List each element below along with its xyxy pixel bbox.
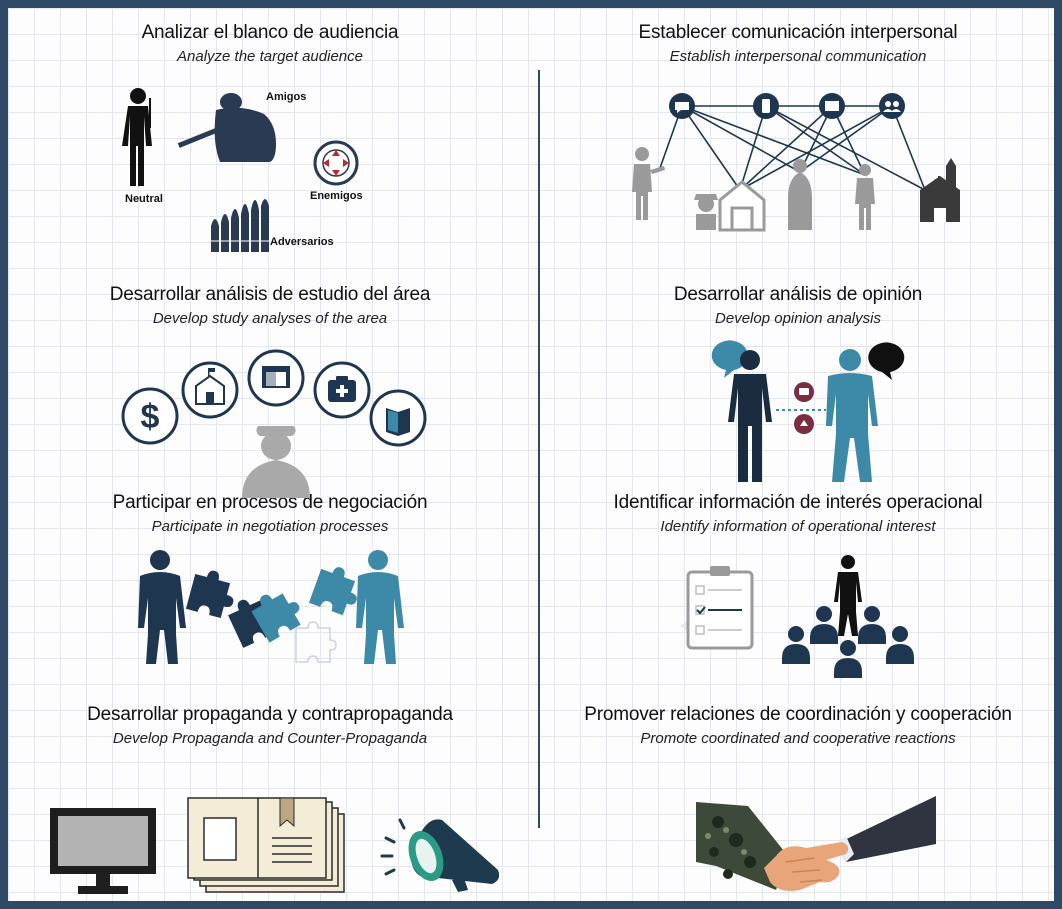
label-neutral: Neutral bbox=[125, 193, 163, 205]
newspaper-stack-icon bbox=[187, 797, 345, 893]
section-title-en: Develop opinion analysis bbox=[715, 310, 881, 327]
section-title-es: Establecer comunicación interpersonal bbox=[638, 22, 958, 43]
section-title-es: Desarrollar propaganda y contrapropagand… bbox=[87, 704, 453, 725]
handshake-icon bbox=[696, 796, 936, 891]
neutral-soldier-icon bbox=[122, 88, 152, 186]
section-title-en: Establish interpersonal communication bbox=[669, 48, 927, 65]
section-title-es: Desarrollar análisis de estudio del área bbox=[109, 284, 431, 305]
negotiation-puzzle-figures bbox=[138, 550, 404, 664]
megaphone-icon bbox=[380, 818, 500, 892]
section-coordination-cooperation: Promover relaciones de coordinación y co… bbox=[548, 704, 1048, 747]
communication-network-diagram bbox=[632, 93, 960, 232]
section-title-en: Analyze the target audience bbox=[177, 48, 363, 65]
section-title-es: Identificar información de interés opera… bbox=[613, 492, 983, 513]
infographic-canvas: Analizar el blanco de audiencia Analyze … bbox=[8, 8, 1054, 901]
label-amigos: Amigos bbox=[266, 91, 307, 103]
section-title-en: Participate in negotiation processes bbox=[151, 518, 389, 535]
section-title-en: Identify information of operational inte… bbox=[660, 518, 936, 535]
section-propaganda: Desarrollar propaganda y contrapropagand… bbox=[20, 704, 520, 747]
section-analyze-audience: Analizar el blanco de audiencia Analyze … bbox=[20, 22, 520, 65]
opinion-analysis-figures bbox=[711, 340, 905, 482]
section-interpersonal-communication: Establecer comunicación interpersonal Es… bbox=[548, 22, 1048, 65]
operational-info-illustration bbox=[680, 555, 914, 678]
label-adversarios: Adversarios bbox=[270, 236, 334, 248]
label-enemigos: Enemigos bbox=[310, 190, 363, 202]
monitor-icon bbox=[50, 808, 156, 894]
column-divider bbox=[538, 70, 540, 828]
section-title-es: Desarrollar análisis de opinión bbox=[673, 284, 923, 305]
section-operational-information: Identificar información de interés opera… bbox=[548, 492, 1048, 535]
section-title-es: Participar en procesos de negociación bbox=[112, 492, 428, 513]
section-title-en: Develop study analyses of the area bbox=[152, 310, 388, 327]
section-opinion-analysis: Desarrollar análisis de opinión Develop … bbox=[548, 284, 1048, 327]
bullets-icon bbox=[211, 199, 269, 252]
crosshair-icon bbox=[313, 140, 359, 186]
area-study-icons: $ bbox=[121, 349, 427, 498]
section-area-study: Desarrollar análisis de estudio del área… bbox=[20, 284, 520, 327]
section-title-en: Develop Propaganda and Counter-Propagand… bbox=[112, 730, 428, 747]
section-negotiation: Participar en procesos de negociación Pa… bbox=[20, 492, 520, 535]
svg-text:$: $ bbox=[141, 398, 160, 436]
section-title-en: Promote coordinated and cooperative reac… bbox=[640, 730, 956, 747]
section-title-es: Promover relaciones de coordinación y co… bbox=[584, 704, 1012, 725]
aiming-soldier-icon bbox=[177, 93, 276, 162]
section-title-es: Analizar el blanco de audiencia bbox=[141, 22, 399, 43]
